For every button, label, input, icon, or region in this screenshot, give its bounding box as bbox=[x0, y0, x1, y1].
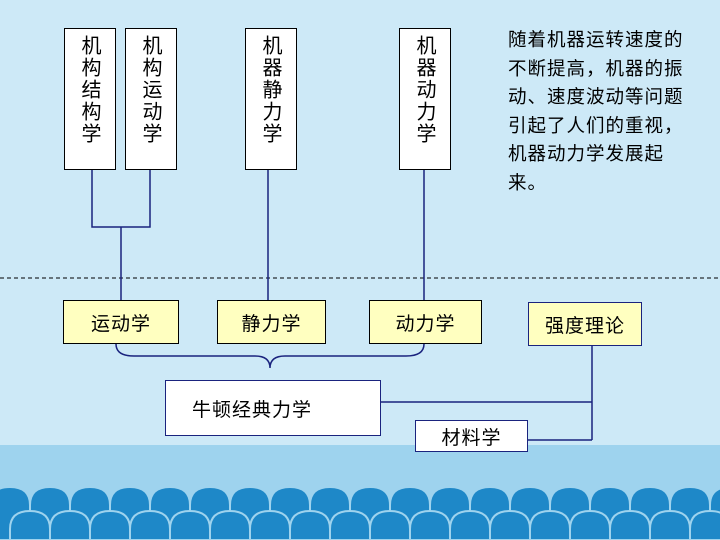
connector-structure-kinematics bbox=[91, 170, 151, 228]
note-text: 随着机器运转速度的不断提高，机器的振动、速度波动等问题引起了人们的重视，机器动力… bbox=[508, 30, 684, 194]
box-statics: 静力学 bbox=[217, 300, 326, 344]
box-label: 牛顿经典力学 bbox=[192, 398, 313, 421]
box-newton-classical-mechanics: 牛顿经典力学 bbox=[165, 380, 381, 436]
box-machine-dynamics: 机器动力学 bbox=[399, 28, 451, 170]
box-mechanism-kinematics: 机构运动学 bbox=[125, 28, 177, 170]
box-dynamics: 动力学 bbox=[369, 300, 482, 344]
box-label: 强度理论 bbox=[544, 314, 625, 337]
box-label: 材料学 bbox=[441, 426, 502, 449]
box-label: 动力学 bbox=[395, 312, 456, 335]
box-label: 机构结构学 bbox=[78, 35, 102, 145]
brace bbox=[115, 343, 425, 369]
wave-bump bbox=[689, 509, 720, 540]
box-machine-statics: 机器静力学 bbox=[245, 28, 297, 170]
box-materials-science: 材料学 bbox=[415, 420, 528, 452]
box-label: 机器静力学 bbox=[259, 35, 283, 145]
box-strength-theory: 强度理论 bbox=[528, 302, 642, 346]
box-mechanism-structure: 机构结构学 bbox=[64, 28, 116, 170]
box-label: 机构运动学 bbox=[139, 35, 163, 145]
box-label: 机器动力学 bbox=[413, 35, 437, 145]
box-label: 静力学 bbox=[241, 312, 302, 335]
box-label: 运动学 bbox=[90, 312, 151, 335]
wave-decoration bbox=[0, 485, 720, 540]
box-kinematics: 运动学 bbox=[63, 300, 179, 344]
